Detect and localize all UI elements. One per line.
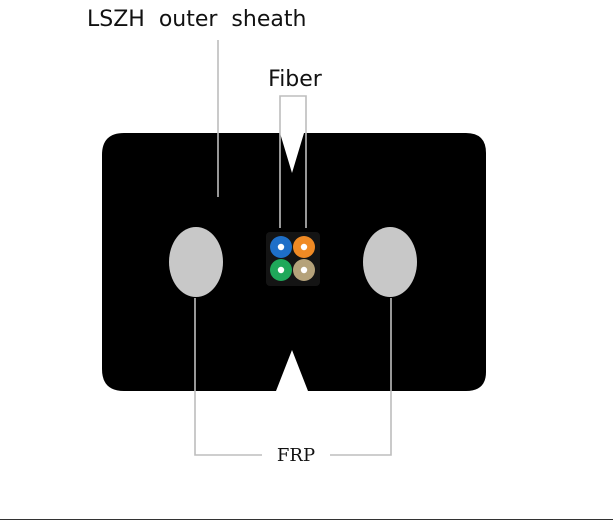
fiber-orange-core <box>300 243 308 251</box>
frp-leader-left <box>194 298 262 456</box>
label-fiber: Fiber <box>268 67 323 92</box>
frp-rod-right <box>363 227 417 297</box>
fiber-green-core <box>277 266 285 274</box>
frp-leader-right <box>330 298 392 456</box>
fiber-leader-bracket <box>279 95 307 228</box>
fiber-blue-core <box>277 243 285 251</box>
leader-lines <box>194 40 392 456</box>
label-lszh-outer-sheath: LSZH outer sheath <box>87 7 306 32</box>
label-frp: FRP <box>277 445 315 466</box>
fiber-bundle <box>266 232 320 286</box>
fiber-tan-core <box>300 266 308 274</box>
frp-rod-left <box>169 227 223 297</box>
